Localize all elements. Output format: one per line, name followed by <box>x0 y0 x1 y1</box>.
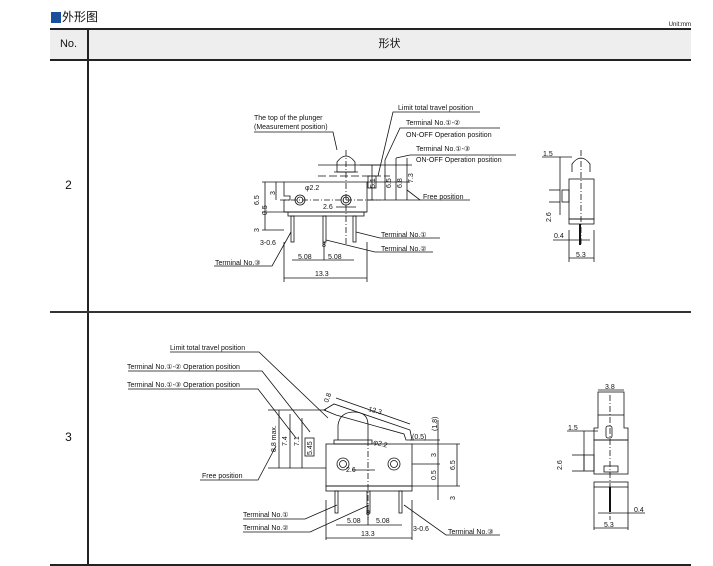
callout-t13: Terminal No.①-③ <box>416 145 470 153</box>
row-number-3: 3 <box>65 430 72 444</box>
terminal-3 <box>398 490 403 514</box>
side-dim-2-6: 2.6 <box>546 212 553 222</box>
section-marker-icon <box>51 11 61 23</box>
dim3-13-3: 13.3 <box>361 531 375 538</box>
callout-free-3: Free position <box>202 473 243 480</box>
dim3-5-08b: 5.08 <box>376 518 390 525</box>
terminal-2 <box>366 490 371 514</box>
dim3-8: 8 <box>366 510 370 517</box>
side3-dim-0-4: 0.4 <box>634 507 644 514</box>
callout-measurement: (Measurement position) <box>254 124 328 131</box>
callout-term1: Terminal No.① <box>381 231 427 239</box>
column-divider <box>87 28 89 565</box>
side-dim-1-5: 1.5 <box>543 151 553 158</box>
callout-term3-3: Terminal No.③ <box>448 528 494 536</box>
plunger <box>336 155 356 173</box>
side-dim-5-3: 5.3 <box>576 252 586 259</box>
side3-dim-3-8: 3.8 <box>605 384 615 391</box>
dim-5-08b: 5.08 <box>328 254 342 261</box>
dim-3-06: 3-0.6 <box>260 240 276 247</box>
dim3-0-5: 0.5 <box>431 470 438 480</box>
dim3-6-5: 6.5 <box>450 460 457 470</box>
callout-term2-3: Terminal No.② <box>243 524 289 532</box>
dim3-0-8: 0.8 <box>323 392 333 404</box>
switch-body <box>283 181 368 213</box>
callout-term1-3: Terminal No.① <box>243 511 289 519</box>
dim-phi: φ2.2 <box>305 185 319 192</box>
terminal-3 <box>290 215 295 243</box>
callout-limit-travel-3: Limit total travel position <box>170 345 245 352</box>
dim3-3a: 3 <box>431 453 438 457</box>
dim-6-5b: 6.5 <box>254 195 261 205</box>
switch-body <box>325 443 413 487</box>
dim3-0-5p: (0.5) <box>412 434 426 441</box>
callout-term2: Terminal No.② <box>381 245 427 253</box>
table-header: No. 形状 <box>50 28 691 61</box>
row-number-2: 2 <box>65 178 72 192</box>
callout-term3: Terminal No.③ <box>215 259 261 267</box>
dim3-1-8: (1.8) <box>432 417 439 431</box>
dim-8: 8 <box>322 242 326 249</box>
dim-6-8: 6.8 <box>397 178 404 188</box>
dim-0-5: 0.5 <box>262 205 269 215</box>
side3-dim-5-3: 5.3 <box>604 522 614 529</box>
lever <box>323 403 413 441</box>
header-shape: 形状 <box>378 38 401 50</box>
dim-13-3: 13.3 <box>315 271 329 278</box>
dim-3b: 3 <box>254 228 261 232</box>
dim3-phi: φ2.2 <box>372 439 388 449</box>
callout-t12-op: ON-OFF Operation position <box>406 132 492 139</box>
side3-dim-2-6: 2.6 <box>557 460 564 470</box>
callout-t12: Terminal No.①-② <box>406 119 460 127</box>
section-title: 外形图 <box>51 10 98 24</box>
dim-2-6: 2.6 <box>323 204 333 211</box>
callout-plunger-top: The top of the plunger <box>254 115 323 122</box>
section-title-text: 外形图 <box>62 10 99 24</box>
dim3-5-45: 5.45 <box>307 441 314 455</box>
dim-3a: 3 <box>270 191 277 195</box>
dim-7-3: 7.3 <box>408 173 415 183</box>
side3-dim-1-5: 1.5 <box>568 425 578 432</box>
dim3-8-8: 8.8 max. <box>271 425 278 452</box>
side-dim-0-4: 0.4 <box>554 233 564 240</box>
terminal-2 <box>322 215 327 243</box>
dim3-12-3: 12.3 <box>367 406 382 416</box>
dim3-5-08a: 5.08 <box>347 518 361 525</box>
dim-5-08a: 5.08 <box>298 254 312 261</box>
terminal-1 <box>352 215 357 243</box>
callout-free: Free position <box>423 194 464 201</box>
callout-t13-op: ON-OFF Operation position <box>416 157 502 164</box>
dim3-7-4: 7.4 <box>282 436 289 446</box>
dim3-3b: 3 <box>450 496 457 500</box>
dim-5-1: 5.1 <box>370 178 377 188</box>
dim3-7-1: 7.1 <box>294 436 301 446</box>
header-no: No. <box>59 38 78 50</box>
callout-t13-op-3: Terminal No.①-③ Operation position <box>127 381 240 389</box>
dim3-3-06: 3-0.6 <box>413 526 429 533</box>
callout-t12-op-3: Terminal No.①-② Operation position <box>127 363 240 371</box>
dim-6-5a: 6.5 <box>386 178 393 188</box>
unit-label: Unit:mm <box>668 22 691 28</box>
dim3-2-6: 2.6 <box>346 467 356 474</box>
terminal-1 <box>334 490 339 514</box>
row-divider <box>50 311 691 313</box>
callout-limit-travel: Limit total travel position <box>398 105 473 112</box>
